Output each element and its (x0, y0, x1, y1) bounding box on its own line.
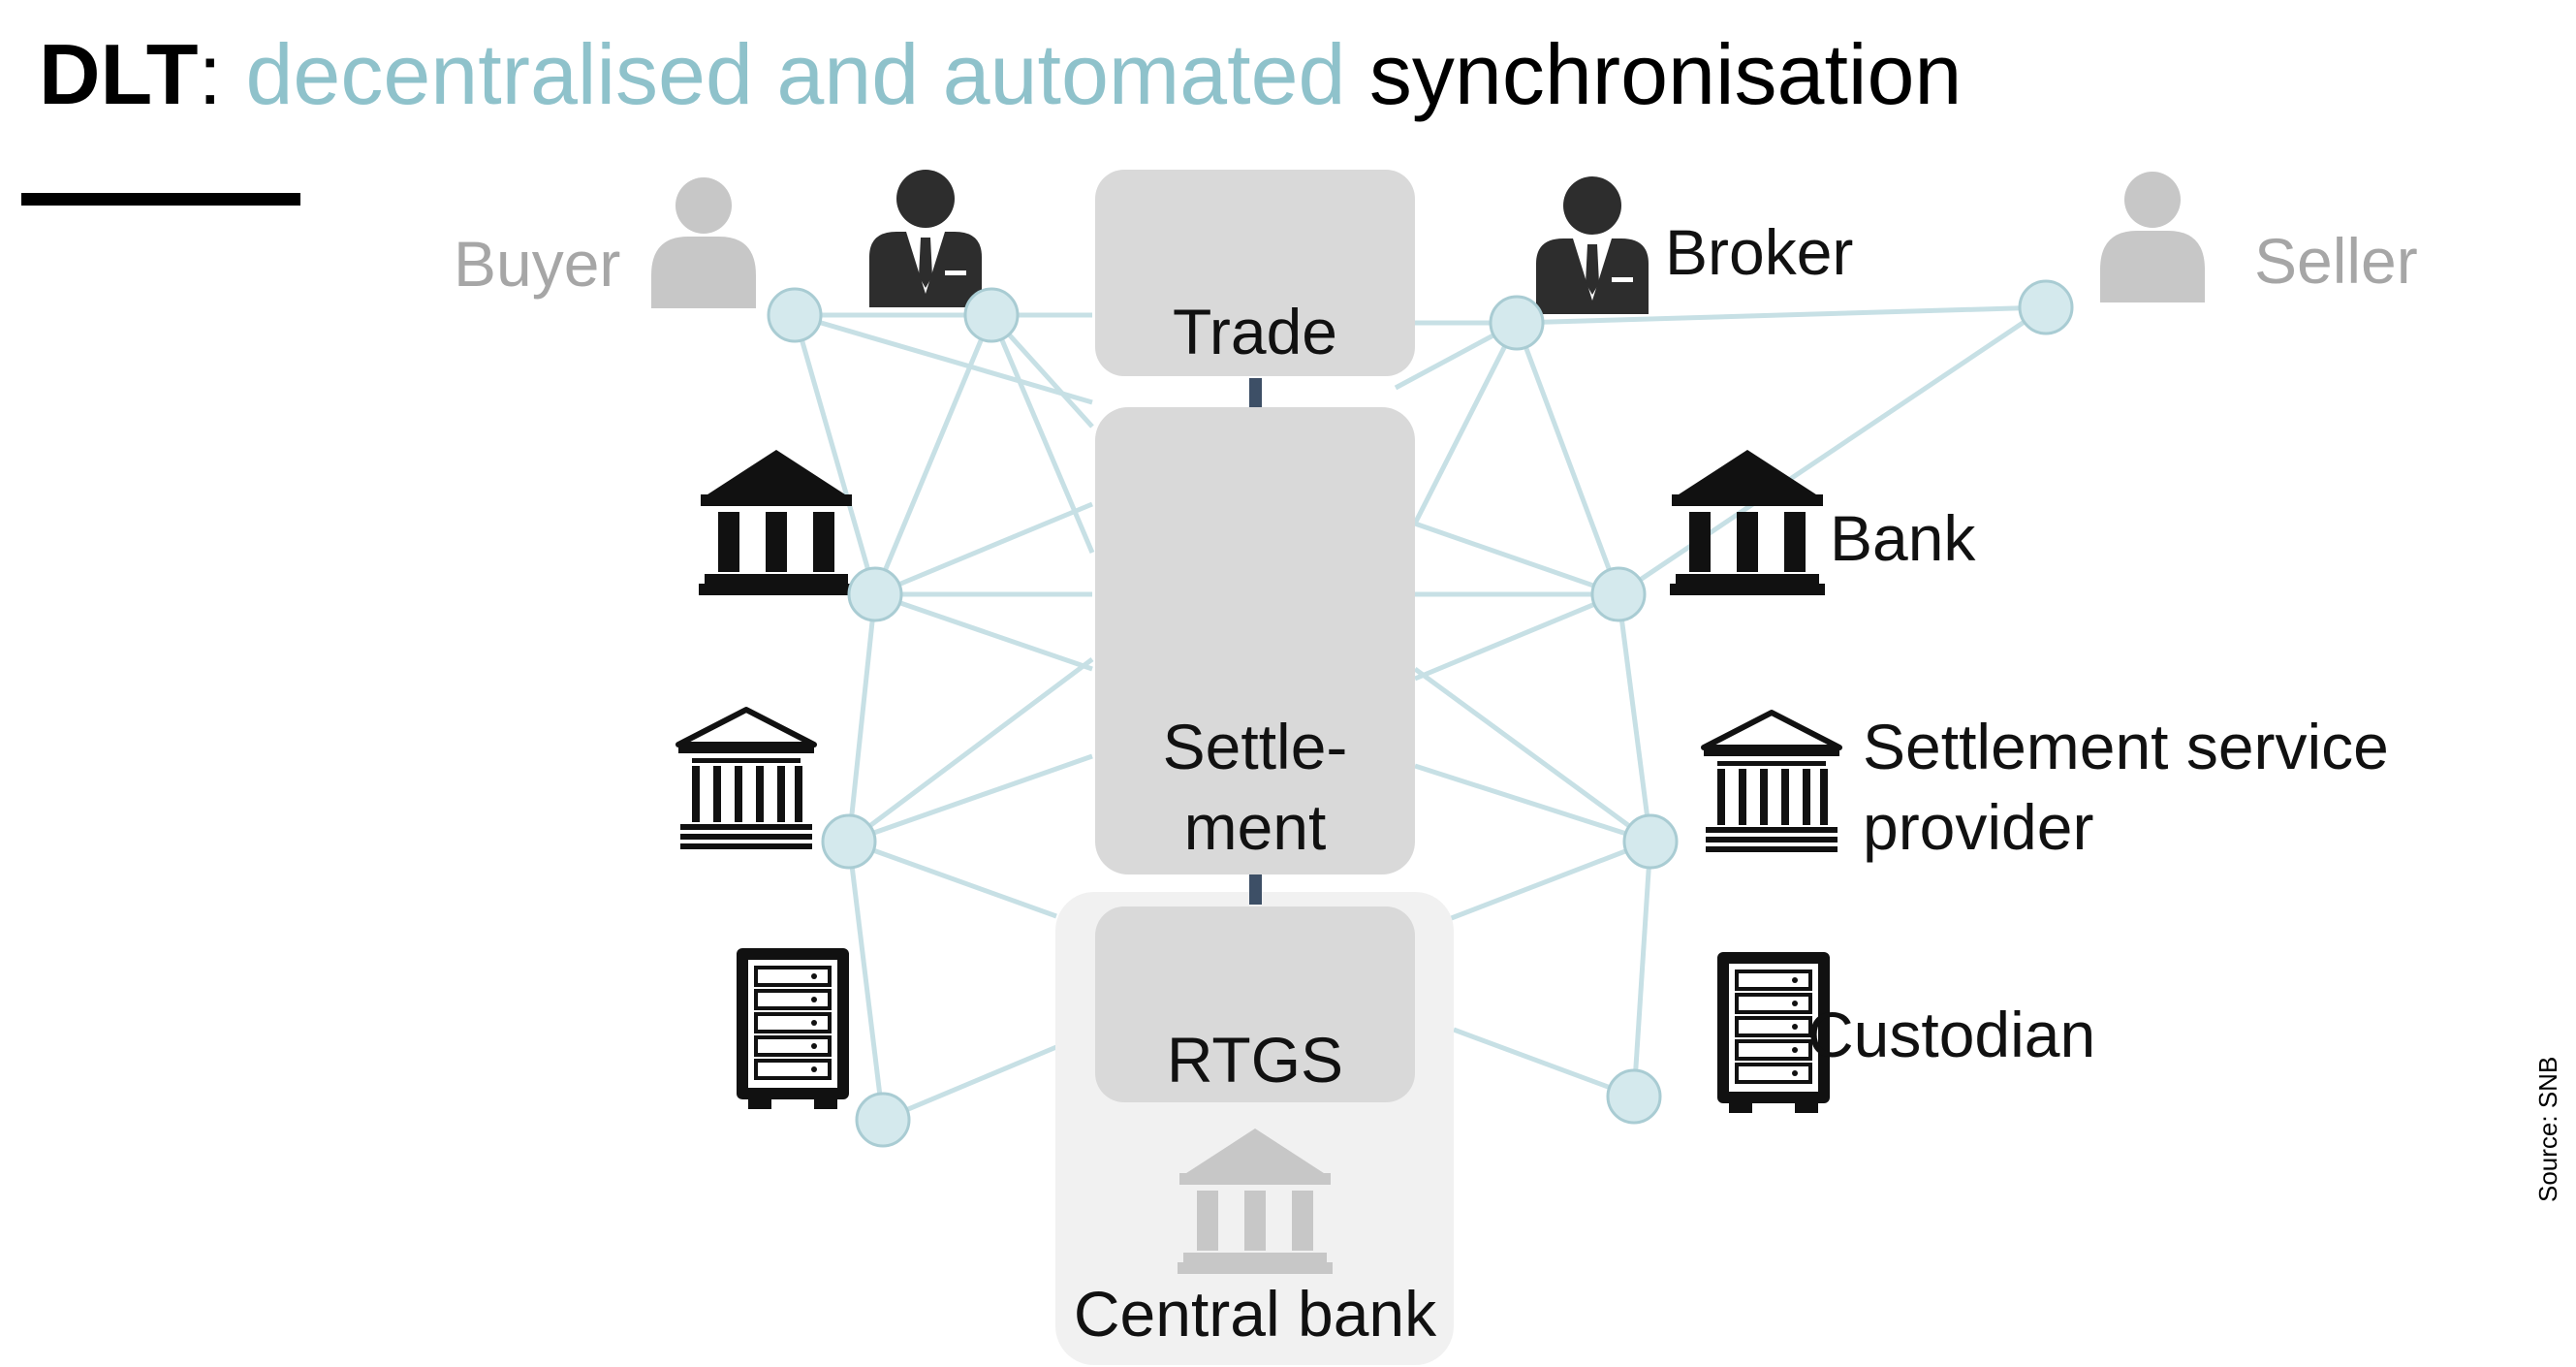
edge (848, 839, 1057, 919)
institution-icon (1704, 713, 1839, 852)
bank-label: Bank (1830, 502, 1976, 574)
node-bank-right (1590, 566, 1647, 622)
title-dlt: DLT (39, 26, 199, 122)
trade-settlement-connector (1249, 378, 1262, 407)
edge (874, 501, 1093, 597)
network-nodes (767, 279, 2074, 1148)
edge (882, 1044, 1057, 1123)
node-broker-right (1489, 295, 1545, 351)
broker-label: Broker (1665, 216, 1853, 288)
node-buyer (767, 287, 823, 343)
title-separator: : (198, 26, 246, 122)
node-bank-left (847, 566, 903, 622)
edge (1414, 763, 1651, 844)
edge (1413, 666, 1652, 844)
businessman-icon (869, 170, 982, 307)
edge (847, 656, 1094, 844)
buyer-label: Buyer (454, 228, 620, 300)
settlement-label-line1: Settle- (1163, 711, 1348, 782)
source-note: Source: SNB (2533, 1056, 2562, 1202)
title-accent: decentralised and automated (245, 26, 1346, 122)
rtgs-label: RTGS (1167, 1024, 1343, 1096)
node-custodian-right (1606, 1068, 1662, 1125)
edge (1616, 593, 1653, 842)
edge (794, 312, 1093, 405)
custodian-label: Custodian (1807, 999, 2095, 1070)
edge (1414, 521, 1619, 597)
node-ssp-left (821, 813, 877, 870)
node-seller (2018, 279, 2074, 335)
businessman-icon (1536, 176, 1649, 314)
settlement-rtgs-connector (1249, 874, 1262, 905)
settlement-service-provider-label-line1: Settlement service (1863, 711, 2389, 782)
node-custodian-left (855, 1092, 911, 1148)
trade-box (1095, 170, 1415, 376)
edge (874, 591, 1093, 672)
buyer-icon (651, 177, 756, 308)
bank-building-icon (699, 450, 854, 595)
edge (872, 314, 994, 595)
settlement-box (1095, 407, 1415, 874)
edge (848, 753, 1093, 844)
title-rest: synchronisation (1345, 26, 1963, 122)
rtgs-box (1095, 906, 1415, 1102)
node-ssp-right (1622, 813, 1679, 870)
seller-label: Seller (2254, 225, 2418, 297)
edge (1631, 841, 1653, 1097)
edge (1453, 1027, 1635, 1099)
edge (989, 314, 1095, 554)
edge (1412, 321, 1520, 525)
seller-icon (2100, 172, 2205, 302)
edge (1516, 304, 2047, 326)
settlement-label-line2: ment (1184, 791, 1327, 863)
node-broker-left (963, 287, 1020, 343)
institution-icon (678, 710, 814, 849)
trade-label: Trade (1173, 296, 1337, 367)
edge (1448, 839, 1651, 922)
settlement-service-provider-label-line2: provider (1863, 791, 2093, 863)
network-edges (792, 304, 2048, 1123)
page-title: DLT: decentralised and automated synchro… (39, 21, 1962, 128)
edge (846, 841, 886, 1121)
edge (1514, 322, 1621, 595)
edge (846, 593, 878, 842)
edge (792, 314, 878, 595)
central-bank-label: Central bank (1074, 1278, 1437, 1350)
title-underline (21, 193, 300, 206)
safe-icon (735, 946, 851, 1111)
edge (1414, 591, 1619, 682)
